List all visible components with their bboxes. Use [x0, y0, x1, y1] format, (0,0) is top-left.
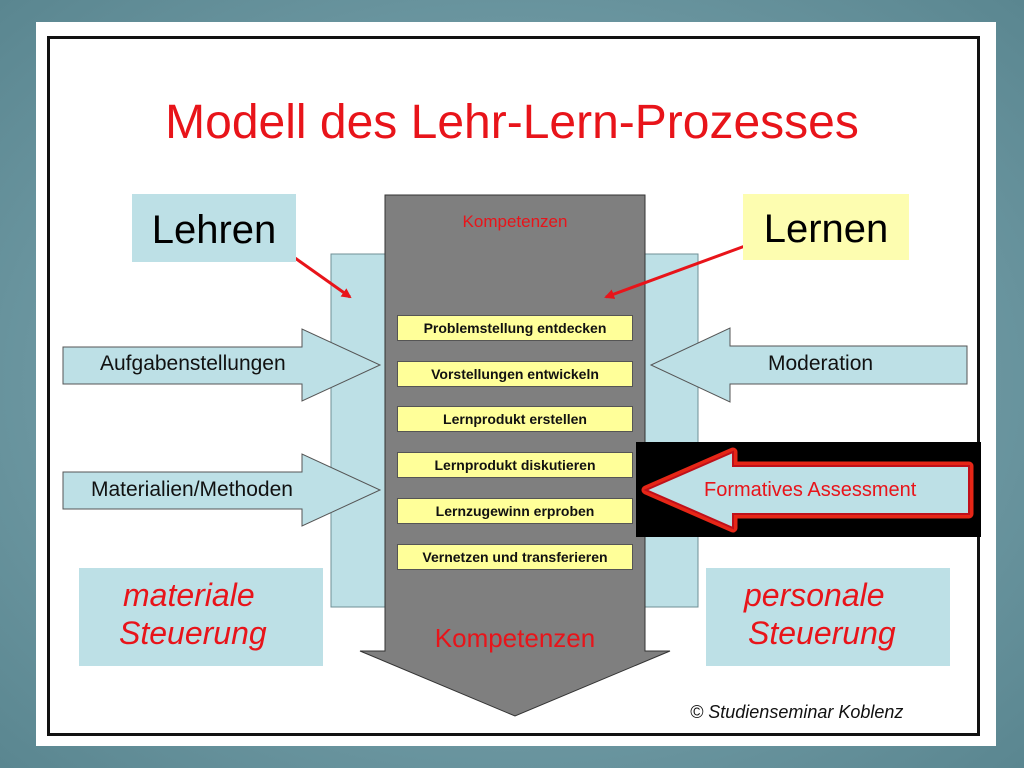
- slide-title: Modell des Lehr-Lern-Prozesses: [165, 96, 859, 149]
- formatives-assessment-label: Formatives Assessment: [704, 479, 917, 501]
- left-panel: [330, 253, 388, 608]
- steuerung-label-right: Steuerung: [748, 615, 896, 651]
- step-box: Lernprodukt diskutieren: [397, 452, 633, 478]
- kompetenzen-bottom-label: Kompetenzen: [434, 623, 596, 653]
- lernen-box: Lernen: [743, 194, 909, 260]
- materiale-steuerung-box: materiale Steuerung: [79, 568, 323, 666]
- step-box: Lernprodukt erstellen: [397, 406, 633, 432]
- step-box: Lernzugewinn erproben: [397, 498, 633, 524]
- step-box: Vernetzen und transferieren: [397, 544, 633, 570]
- aufgabenstellungen-label: Aufgabenstellungen: [100, 352, 286, 375]
- personale-label: personale: [744, 577, 885, 613]
- lernen-pointer-arrow: [604, 244, 746, 299]
- copyright-notice: © Studienseminar Koblenz: [690, 702, 904, 722]
- personale-steuerung-box: personale Steuerung: [706, 568, 950, 666]
- lehren-box: Lehren: [132, 194, 296, 262]
- right-arrow-moderation: [649, 327, 968, 403]
- left-arrow-aufgaben: [62, 328, 382, 402]
- lehren-pointer-arrow: [294, 256, 352, 299]
- steuerung-label-left: Steuerung: [119, 615, 267, 651]
- right-panel: [641, 253, 699, 608]
- moderation-label: Moderation: [768, 352, 874, 375]
- left-arrow-materialien: [62, 453, 382, 527]
- kompetenzen-top-label: Kompetenzen: [462, 212, 568, 231]
- materialien-methoden-label: Materialien/Methoden: [91, 478, 293, 501]
- step-box: Vorstellungen entwickeln: [397, 361, 633, 387]
- slide-frame: [47, 36, 980, 736]
- right-arrow-formative: [643, 450, 970, 530]
- materiale-label: materiale: [123, 577, 255, 613]
- step-box: Problemstellung entdecken: [397, 315, 633, 341]
